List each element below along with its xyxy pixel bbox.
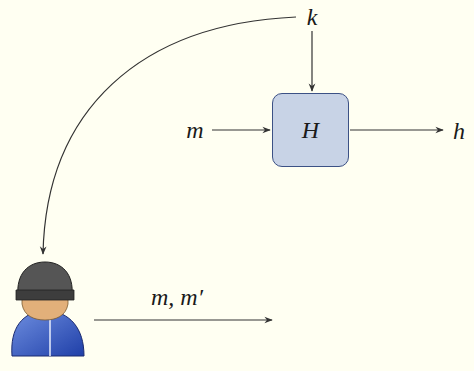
adversary-figure	[12, 262, 84, 356]
adversary-arrow	[94, 319, 272, 320]
key-arrow	[311, 31, 312, 91]
variable-label: k	[307, 5, 318, 29]
node-text: H	[302, 118, 319, 142]
variable-label: m, m′	[151, 285, 203, 309]
hash-arrow	[350, 129, 443, 130]
variable-label: m	[186, 118, 203, 142]
variable-label: h	[453, 119, 465, 143]
message-arrow	[212, 129, 270, 130]
hash-box: H	[272, 93, 349, 167]
key-curve	[43, 17, 296, 254]
